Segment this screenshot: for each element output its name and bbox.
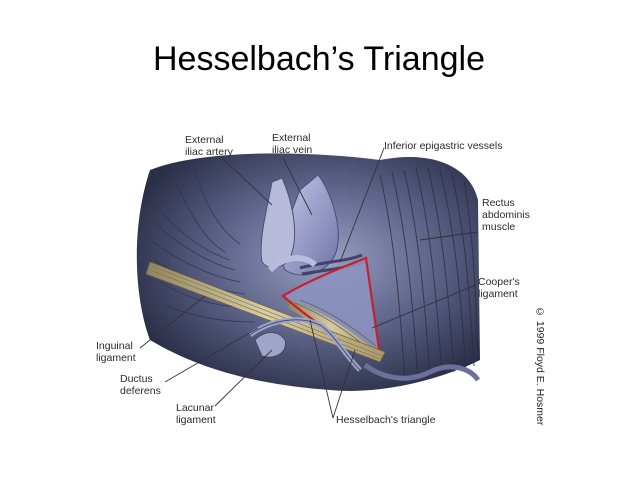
lower-vessel xyxy=(363,362,481,382)
epigastric-vessel-loop xyxy=(267,255,318,273)
copyright-notice: © 1999 Floyd E. Hosmer xyxy=(534,306,546,426)
label-rectus-abdominis: Rectus abdominis muscle xyxy=(482,197,530,233)
label-external-iliac-artery: External iliac artery xyxy=(185,134,233,158)
label-inguinal-ligament: Inguinal ligament xyxy=(96,340,136,364)
label-inferior-epigastric-vessels: Inferior epigastric vessels xyxy=(384,140,503,152)
slide-title: Hesselbach’s Triangle xyxy=(153,40,485,78)
leader-lines xyxy=(139,147,479,419)
label-coopers-ligament: Cooper's ligament xyxy=(478,276,520,300)
label-ductus-deferens: Ductus deferens xyxy=(120,373,161,397)
lacunar-ligament-shape xyxy=(254,332,286,358)
rectus-abdominis-muscle xyxy=(379,167,479,381)
label-lacunar-ligament: Lacunar ligament xyxy=(176,402,216,426)
label-hesselbachs-triangle: Hesselbach's triangle xyxy=(336,414,436,426)
label-external-iliac-vein: External iliac vein xyxy=(272,132,313,156)
